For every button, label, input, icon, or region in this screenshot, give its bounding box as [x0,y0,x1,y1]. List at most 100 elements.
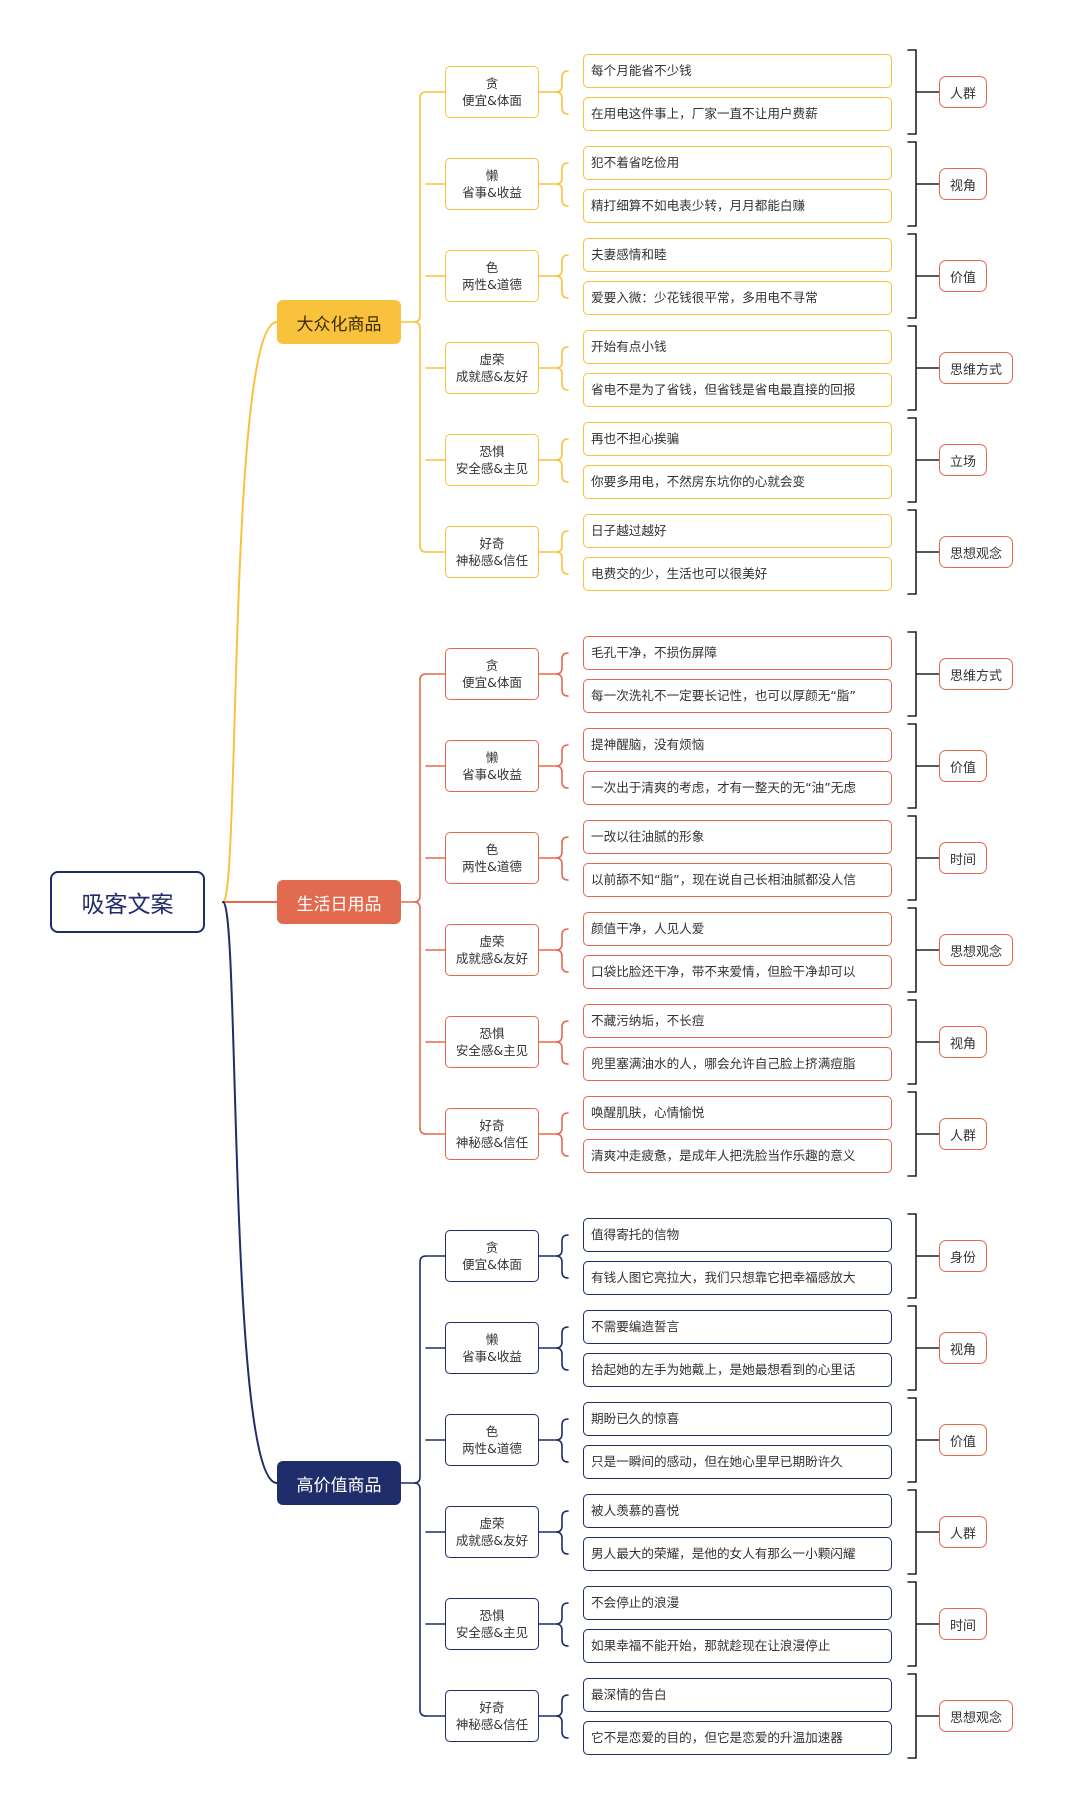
copy-line: 在用电这件事上，厂家一直不让用户费薪 [583,97,892,131]
copy-line: 夫妻感情和睦 [583,238,892,272]
copy-line: 开始有点小钱 [583,330,892,364]
emotion-node: 虚荣成就感&友好 [445,1506,539,1558]
need-label: 便宜&体面 [462,93,522,108]
emotion-label: 贪 [485,76,499,91]
copy-line: 拾起她的左手为她戴上，是她最想看到的心里话 [583,1353,892,1387]
need-label: 便宜&体面 [462,1257,522,1272]
connector-line [555,70,569,115]
connector-line [907,999,917,1085]
connector-line [222,321,278,903]
root-node: 吸客文案 [50,871,205,933]
copy-line: 再也不担心挨骗 [583,422,892,456]
connector-line [555,652,569,697]
emotion-label: 恐惧 [479,444,505,459]
emotion-node: 虚荣成就感&友好 [445,342,539,394]
need-label: 两性&道德 [462,1441,522,1456]
emotion-node: 好奇神秘感&信任 [445,526,539,578]
dimension-tag: 身份 [939,1240,988,1272]
category-node: 生活日用品 [277,880,401,924]
copy-line: 最深情的告白 [583,1678,892,1712]
connector-line [555,1234,569,1279]
connector-line [555,1694,569,1739]
emotion-label: 懒 [485,750,499,765]
need-label: 安全感&主见 [455,1043,529,1058]
connector-line [907,1489,917,1575]
need-label: 成就感&友好 [455,369,529,384]
copy-line: 兜里塞满油水的人，哪会允许自己脸上挤满痘脂 [583,1047,892,1081]
need-label: 两性&道德 [462,277,522,292]
connector-line [413,1255,427,1717]
connector-line [907,141,917,227]
copy-line: 一次出于清爽的考虑，才有一整天的无“油”无虑 [583,771,892,805]
connector-line [555,1510,569,1555]
copy-line: 省电不是为了省钱，但省钱是省电最直接的回报 [583,373,892,407]
copy-line: 提神醒脑，没有烦恼 [583,728,892,762]
connector-line [907,1091,917,1177]
need-label: 成就感&友好 [455,1533,529,1548]
emotion-node: 虚荣成就感&友好 [445,924,539,976]
connector-line [555,162,569,207]
copy-line: 值得寄托的信物 [583,1218,892,1252]
copy-line: 颜值干净，人见人爱 [583,912,892,946]
category-node: 大众化商品 [277,300,401,344]
need-label: 省事&收益 [462,767,522,782]
copy-line: 不需要编造誓言 [583,1310,892,1344]
dimension-tag: 人群 [939,1118,988,1150]
copy-line: 毛孔干净，不损伤屏障 [583,636,892,670]
copy-line: 一改以往油腻的形象 [583,820,892,854]
copy-line: 不会停止的浪漫 [583,1586,892,1620]
connector-line [907,1581,917,1667]
connector-line [907,1673,917,1759]
connector-line [555,1326,569,1371]
copy-line: 口袋比脸还干净，带不来爱情，但脸干净却可以 [583,955,892,989]
connector-line [907,233,917,319]
connector-line [555,1112,569,1157]
dimension-tag: 价值 [939,750,988,782]
category-node: 高价值商品 [277,1461,401,1505]
emotion-label: 虚荣 [479,352,505,367]
connector-line [413,673,427,1135]
emotion-node: 色两性&道德 [445,832,539,884]
emotion-label: 好奇 [479,1118,505,1133]
emotion-node: 恐惧安全感&主见 [445,434,539,486]
emotion-node: 贪便宜&体面 [445,648,539,700]
dimension-tag: 视角 [939,1026,988,1058]
copy-line: 清爽冲走疲惫，是成年人把洗脸当作乐趣的意义 [583,1139,892,1173]
copy-line: 每个月能省不少钱 [583,54,892,88]
dimension-tag: 思维方式 [939,352,1014,384]
copy-line: 不藏污纳垢，不长痘 [583,1004,892,1038]
copy-line: 每一次洗礼不一定要长记性，也可以厚颜无“脂” [583,679,892,713]
need-label: 神秘感&信任 [455,1135,529,1150]
copy-line: 男人最大的荣耀，是他的女人有那么一小颗闪耀 [583,1537,892,1571]
copy-line: 唤醒肌肤，心情愉悦 [583,1096,892,1130]
emotion-node: 好奇神秘感&信任 [445,1108,539,1160]
connector-line [555,1418,569,1463]
emotion-label: 虚荣 [479,1516,505,1531]
connector-line [907,723,917,809]
copy-line: 有钱人图它亮拉大，我们只想靠它把幸福感放大 [583,1261,892,1295]
dimension-tag: 视角 [939,1332,988,1364]
copy-line: 日子越过越好 [583,514,892,548]
connector-line [555,346,569,391]
connector-line [907,815,917,901]
connector-line [555,744,569,789]
emotion-label: 好奇 [479,536,505,551]
emotion-node: 懒省事&收益 [445,1322,539,1374]
copy-line: 它不是恋爱的目的，但它是恋爱的升温加速器 [583,1721,892,1755]
copy-line: 精打细算不如电表少转，月月都能白赚 [583,189,892,223]
dimension-tag: 思维方式 [939,658,1014,690]
dimension-tag: 视角 [939,168,988,200]
emotion-node: 恐惧安全感&主见 [445,1598,539,1650]
need-label: 神秘感&信任 [455,1717,529,1732]
emotion-node: 懒省事&收益 [445,740,539,792]
dimension-tag: 立场 [939,444,988,476]
connector-line [907,1213,917,1299]
copy-line: 被人羡慕的喜悦 [583,1494,892,1528]
connector-line [907,325,917,411]
need-label: 两性&道德 [462,859,522,874]
copy-line: 犯不着省吃俭用 [583,146,892,180]
emotion-node: 贪便宜&体面 [445,66,539,118]
emotion-node: 贪便宜&体面 [445,1230,539,1282]
emotion-label: 贪 [485,658,499,673]
dimension-tag: 价值 [939,260,988,292]
